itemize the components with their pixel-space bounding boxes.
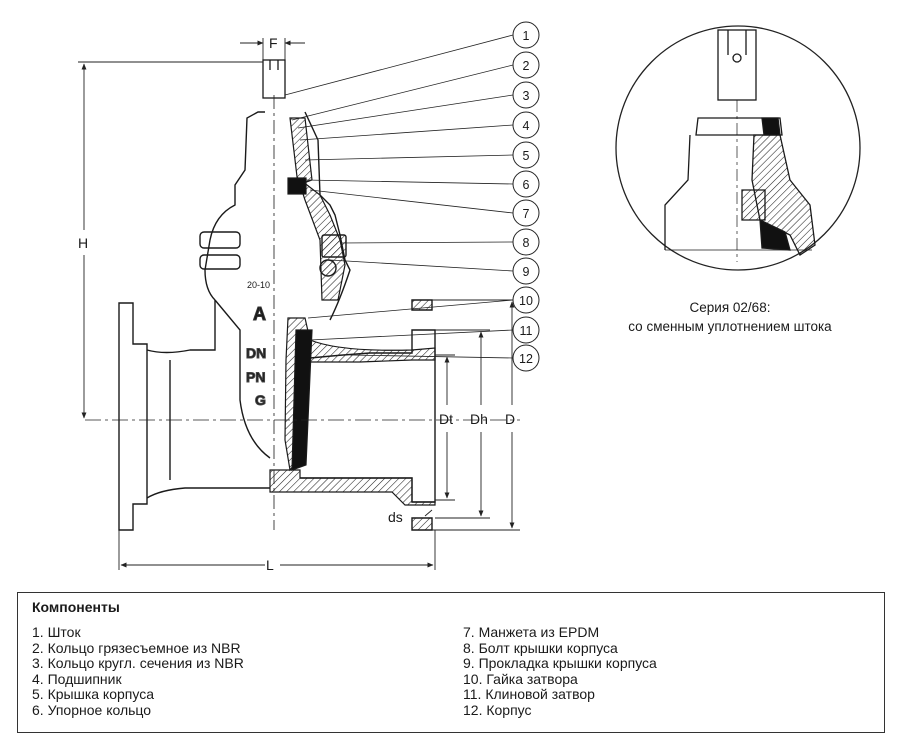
callout-4: 4 bbox=[512, 111, 540, 139]
g-mark: G bbox=[255, 392, 266, 408]
date-mark: 20-10 bbox=[247, 280, 270, 290]
dim-l: L bbox=[266, 557, 274, 573]
svg-text:11: 11 bbox=[520, 324, 533, 338]
dim-dh: Dh bbox=[470, 411, 488, 427]
legend-item: 8. Болт крышки корпуса bbox=[463, 639, 618, 656]
callout-leaders bbox=[284, 34, 514, 359]
callouts: 1 2 3 4 5 6 7 8 9 10 11 12 bbox=[512, 21, 540, 372]
legend-item: 10. Гайка затвора bbox=[463, 670, 578, 687]
pn-mark: PN bbox=[246, 369, 265, 385]
legend-item: 1. Шток bbox=[32, 624, 81, 640]
svg-text:12: 12 bbox=[519, 352, 533, 366]
callout-1: 1 bbox=[512, 21, 540, 49]
svg-text:3: 3 bbox=[523, 89, 530, 103]
svg-text:1: 1 bbox=[523, 29, 530, 43]
dim-h: H bbox=[78, 235, 88, 251]
section-hatching bbox=[269, 117, 436, 506]
legend-item: 9. Прокладка крышки корпуса bbox=[463, 655, 657, 671]
body-markings: A 20-10 DN PN G bbox=[246, 280, 271, 409]
legend-item: 6. Упорное кольцо bbox=[32, 701, 152, 718]
stem bbox=[262, 59, 286, 530]
callout-9: 9 bbox=[512, 257, 540, 285]
valve-technical-drawing: A 20-10 DN PN G bbox=[78, 21, 861, 573]
callout-12: 12 bbox=[512, 344, 540, 372]
legend-title: Компоненты bbox=[32, 599, 120, 615]
detail-caption: Серия 02/68: со сменным уплотнением шток… bbox=[600, 298, 860, 336]
svg-text:4: 4 bbox=[523, 119, 530, 133]
dn-mark: DN bbox=[246, 345, 266, 361]
dim-f: F bbox=[269, 35, 278, 51]
legend-column-left: 1. Шток 2. Кольцо грязесъемное из NBR 3.… bbox=[32, 624, 244, 718]
callout-7: 7 bbox=[512, 199, 540, 227]
dim-d: D bbox=[505, 411, 515, 427]
callout-2: 2 bbox=[512, 51, 540, 79]
dim-ds: ds bbox=[388, 509, 403, 525]
detail-caption-line2: со сменным уплотнением штока bbox=[628, 319, 832, 334]
callout-10: 10 bbox=[512, 286, 540, 314]
legend-item: 7. Манжета из EPDM bbox=[463, 624, 600, 640]
legend-item: 12. Корпус bbox=[463, 701, 532, 718]
svg-text:5: 5 bbox=[523, 149, 530, 163]
callout-5: 5 bbox=[512, 141, 540, 169]
legend-item: 2. Кольцо грязесъемное из NBR bbox=[32, 639, 241, 656]
dim-dt: Dt bbox=[439, 411, 453, 427]
dimension-labels: F H L Dt Dh D ds bbox=[78, 35, 515, 573]
svg-text:2: 2 bbox=[523, 59, 530, 73]
valve-body bbox=[118, 111, 436, 531]
legend-item: 11. Клиновой затвор bbox=[463, 686, 595, 702]
svg-text:6: 6 bbox=[523, 178, 530, 192]
callout-3: 3 bbox=[512, 81, 540, 109]
dimension-lines bbox=[78, 38, 520, 570]
legend-item: 3. Кольцо кругл. сечения из NBR bbox=[32, 655, 244, 671]
svg-text:10: 10 bbox=[519, 294, 533, 308]
callout-6: 6 bbox=[512, 170, 540, 198]
detail-view bbox=[615, 25, 861, 271]
svg-text:9: 9 bbox=[523, 265, 530, 279]
svg-text:7: 7 bbox=[523, 207, 530, 221]
callout-8: 8 bbox=[512, 228, 540, 256]
legend-column-right: 7. Манжета из EPDM 8. Болт крышки корпус… bbox=[463, 624, 657, 718]
components-legend: Компоненты 1. Шток 2. Кольцо грязесъемно… bbox=[17, 592, 885, 733]
legend-item: 5. Крышка корпуса bbox=[32, 686, 154, 702]
svg-text:8: 8 bbox=[523, 236, 530, 250]
callout-11: 11 bbox=[512, 316, 540, 344]
logo-mark: A bbox=[253, 304, 266, 324]
legend-item: 4. Подшипник bbox=[32, 670, 122, 687]
detail-caption-line1: Серия 02/68: bbox=[689, 300, 771, 315]
